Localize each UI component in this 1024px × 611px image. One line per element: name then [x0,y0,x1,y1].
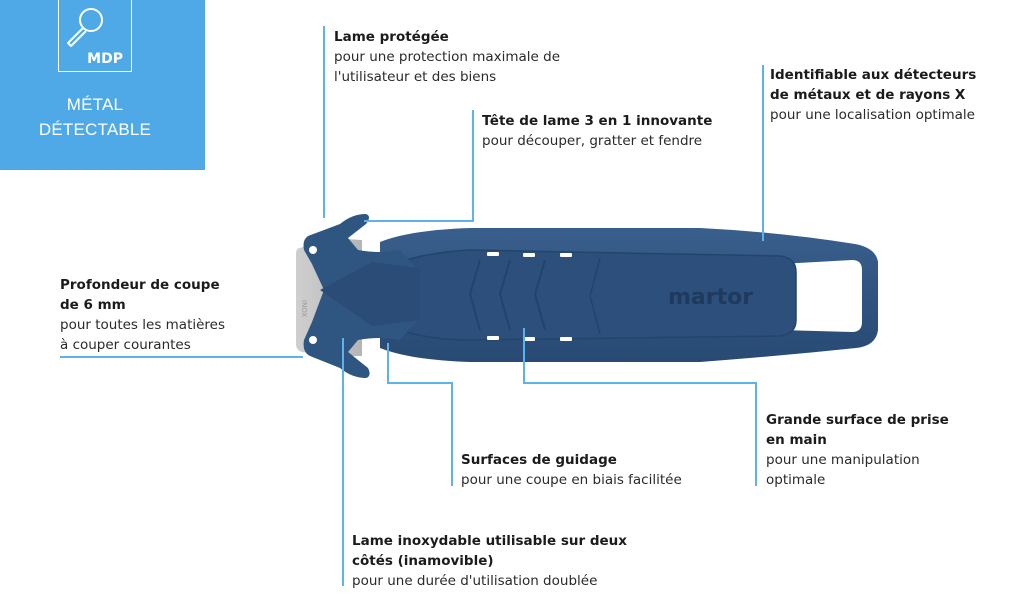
svg-text:INOX: INOX [300,300,308,317]
metal-detectable-badge: MDP MÉTAL DÉTECTABLE [0,0,205,170]
callout-desc: pour une localisation optimale [770,107,975,123]
callout-title: de métaux et de rayons X [770,87,966,103]
callout-desc: pour une coupe en biais facilitée [461,472,682,488]
leader-blade-head-h [364,220,474,222]
callout-desc: pour une protection maximale de [334,49,560,65]
callout-detectable: Identifiable aux détecteurs de métaux et… [770,65,976,125]
leader-protected-blade [323,26,325,218]
callout-desc: pour découper, gratter et fendre [482,133,703,149]
badge-line-1: MÉTAL [66,95,124,114]
callout-desc: pour toutes les matières [60,317,226,333]
leader-stainless-blade [342,338,344,586]
callout-title: en main [766,432,827,448]
callout-title: Lame protégée [334,29,449,45]
leader-guide-h [387,382,453,384]
leader-grip-v2 [755,382,757,486]
callout-title: Identifiable aux détecteurs [770,67,977,83]
leader-guide-v2 [451,382,453,486]
leader-grip-h [523,382,757,384]
callout-desc: pour une durée d'utilisation doublée [352,573,598,589]
callout-title: Grande surface de prise [766,412,949,428]
callout-desc: à couper courantes [60,337,191,353]
mdp-code: MDP [87,51,123,67]
callout-title: Tête de lame 3 en 1 innovante [482,113,713,129]
magnifier-icon [67,8,103,47]
callout-title: Lame inoxydable utilisable sur deux [352,533,627,549]
leader-cut-depth [60,356,303,358]
callout-desc: l'utilisateur et des biens [334,69,497,85]
callout-protected-blade: Lame protégée pour une protection maxima… [334,27,560,87]
callout-desc: pour une manipulation [766,452,920,468]
callout-title: côtés (inamovible) [352,553,494,569]
leader-grip-v1 [523,328,525,384]
callout-desc: optimale [766,472,826,488]
callout-blade-head: Tête de lame 3 en 1 innovante pour décou… [482,111,712,151]
leader-guide-v1 [387,343,389,384]
leader-detectable [762,65,764,241]
callout-stainless-blade: Lame inoxydable utilisable sur deux côté… [352,531,627,591]
brand-logo: martor [668,285,753,310]
callout-title: Profondeur de coupe [60,277,220,293]
callout-guide-surfaces: Surfaces de guidage pour une coupe en bi… [461,450,682,490]
handle-opening [780,260,862,332]
badge-label: MÉTAL DÉTECTABLE [0,92,190,142]
leader-blade-head-v [472,110,474,222]
callout-grip-surface: Grande surface de prise en main pour une… [766,410,949,490]
grip-plate [399,249,797,341]
callout-cut-depth: Profondeur de coupe de 6 mm pour toutes … [60,275,225,355]
badge-line-2: DÉTECTABLE [38,120,152,139]
mdp-icon-box: MDP [58,0,132,72]
callout-title: de 6 mm [60,297,126,313]
callout-title: Surfaces de guidage [461,452,617,468]
